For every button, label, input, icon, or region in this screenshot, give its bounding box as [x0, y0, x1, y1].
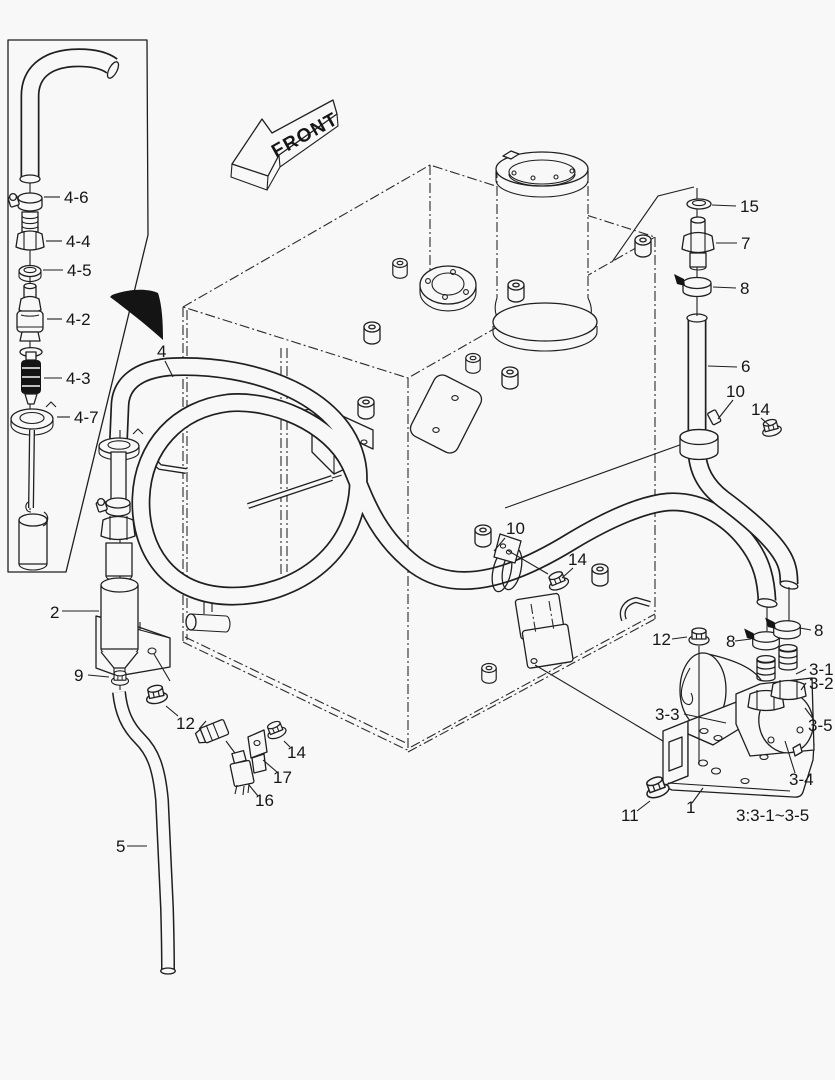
callout-8-pump-right: 8	[814, 621, 823, 640]
tank-lower-plates	[514, 592, 574, 669]
callout-8-pump-left: 8	[726, 632, 735, 651]
callout-3-1: 3-1	[809, 660, 834, 679]
callout-2: 2	[50, 603, 59, 622]
callout-4-2: 4-2	[66, 310, 91, 329]
fuel-tank-outline	[152, 150, 695, 753]
sensor-parts	[194, 718, 289, 796]
tank-flange-ring	[419, 265, 477, 312]
callout-10-right: 10	[726, 382, 745, 401]
callout-12-pump: 12	[652, 630, 671, 649]
callout-3-2: 3-2	[809, 674, 834, 693]
callout-7: 7	[741, 234, 750, 253]
callout-4-5: 4-5	[67, 261, 92, 280]
filler-neck	[492, 150, 598, 352]
callout-5: 5	[116, 837, 125, 856]
return-line-parts	[673, 188, 784, 461]
fitting-4-4	[15, 211, 45, 251]
tank-pipe-stub	[185, 595, 231, 633]
water-separator-assembly	[95, 428, 171, 707]
fitting-4-2	[16, 282, 44, 342]
inset-panel	[7, 39, 149, 573]
hoses	[118, 314, 799, 974]
front-arrow: FRONT	[230, 99, 342, 191]
callout-4-4: 4-4	[66, 232, 91, 251]
callout-16: 16	[255, 791, 274, 810]
callout-15: 15	[740, 197, 759, 216]
callout-14-right: 14	[751, 400, 770, 419]
callout-9: 9	[74, 666, 83, 685]
assembly-note: 3:3-1~3-5	[736, 806, 809, 825]
callout-4: 4	[157, 342, 166, 361]
callout-14-mid: 14	[568, 550, 587, 569]
mid-hose-clamp	[491, 533, 571, 594]
callout-8-top: 8	[740, 279, 749, 298]
tank-hook-bracket	[619, 596, 651, 622]
callout-3-3: 3-3	[655, 705, 680, 724]
callouts: 4-6 4-4 4-5 4-2 4-3 4-7 4 2 9 12 14 17 1…	[43, 188, 834, 856]
callout-4-7: 4-7	[74, 408, 99, 427]
callout-6: 6	[741, 357, 750, 376]
callout-17: 17	[273, 768, 292, 787]
fuel-pump-assembly	[641, 587, 815, 802]
callout-10-mid: 10	[506, 519, 525, 538]
callout-1: 1	[686, 798, 695, 817]
callout-14-sensor: 14	[287, 743, 306, 762]
callout-12-left: 12	[176, 714, 195, 733]
callout-4-3: 4-3	[66, 369, 91, 388]
callout-4-6: 4-6	[64, 188, 89, 207]
float-4	[18, 511, 49, 571]
callout-3-5: 3-5	[808, 716, 833, 735]
routing-swoosh	[110, 289, 163, 340]
tank-bracket-plate	[409, 374, 483, 454]
washer-4-5	[18, 264, 42, 283]
filter-4-3	[19, 346, 43, 405]
callout-11: 11	[621, 806, 639, 825]
callout-3-4: 3-4	[789, 770, 814, 789]
